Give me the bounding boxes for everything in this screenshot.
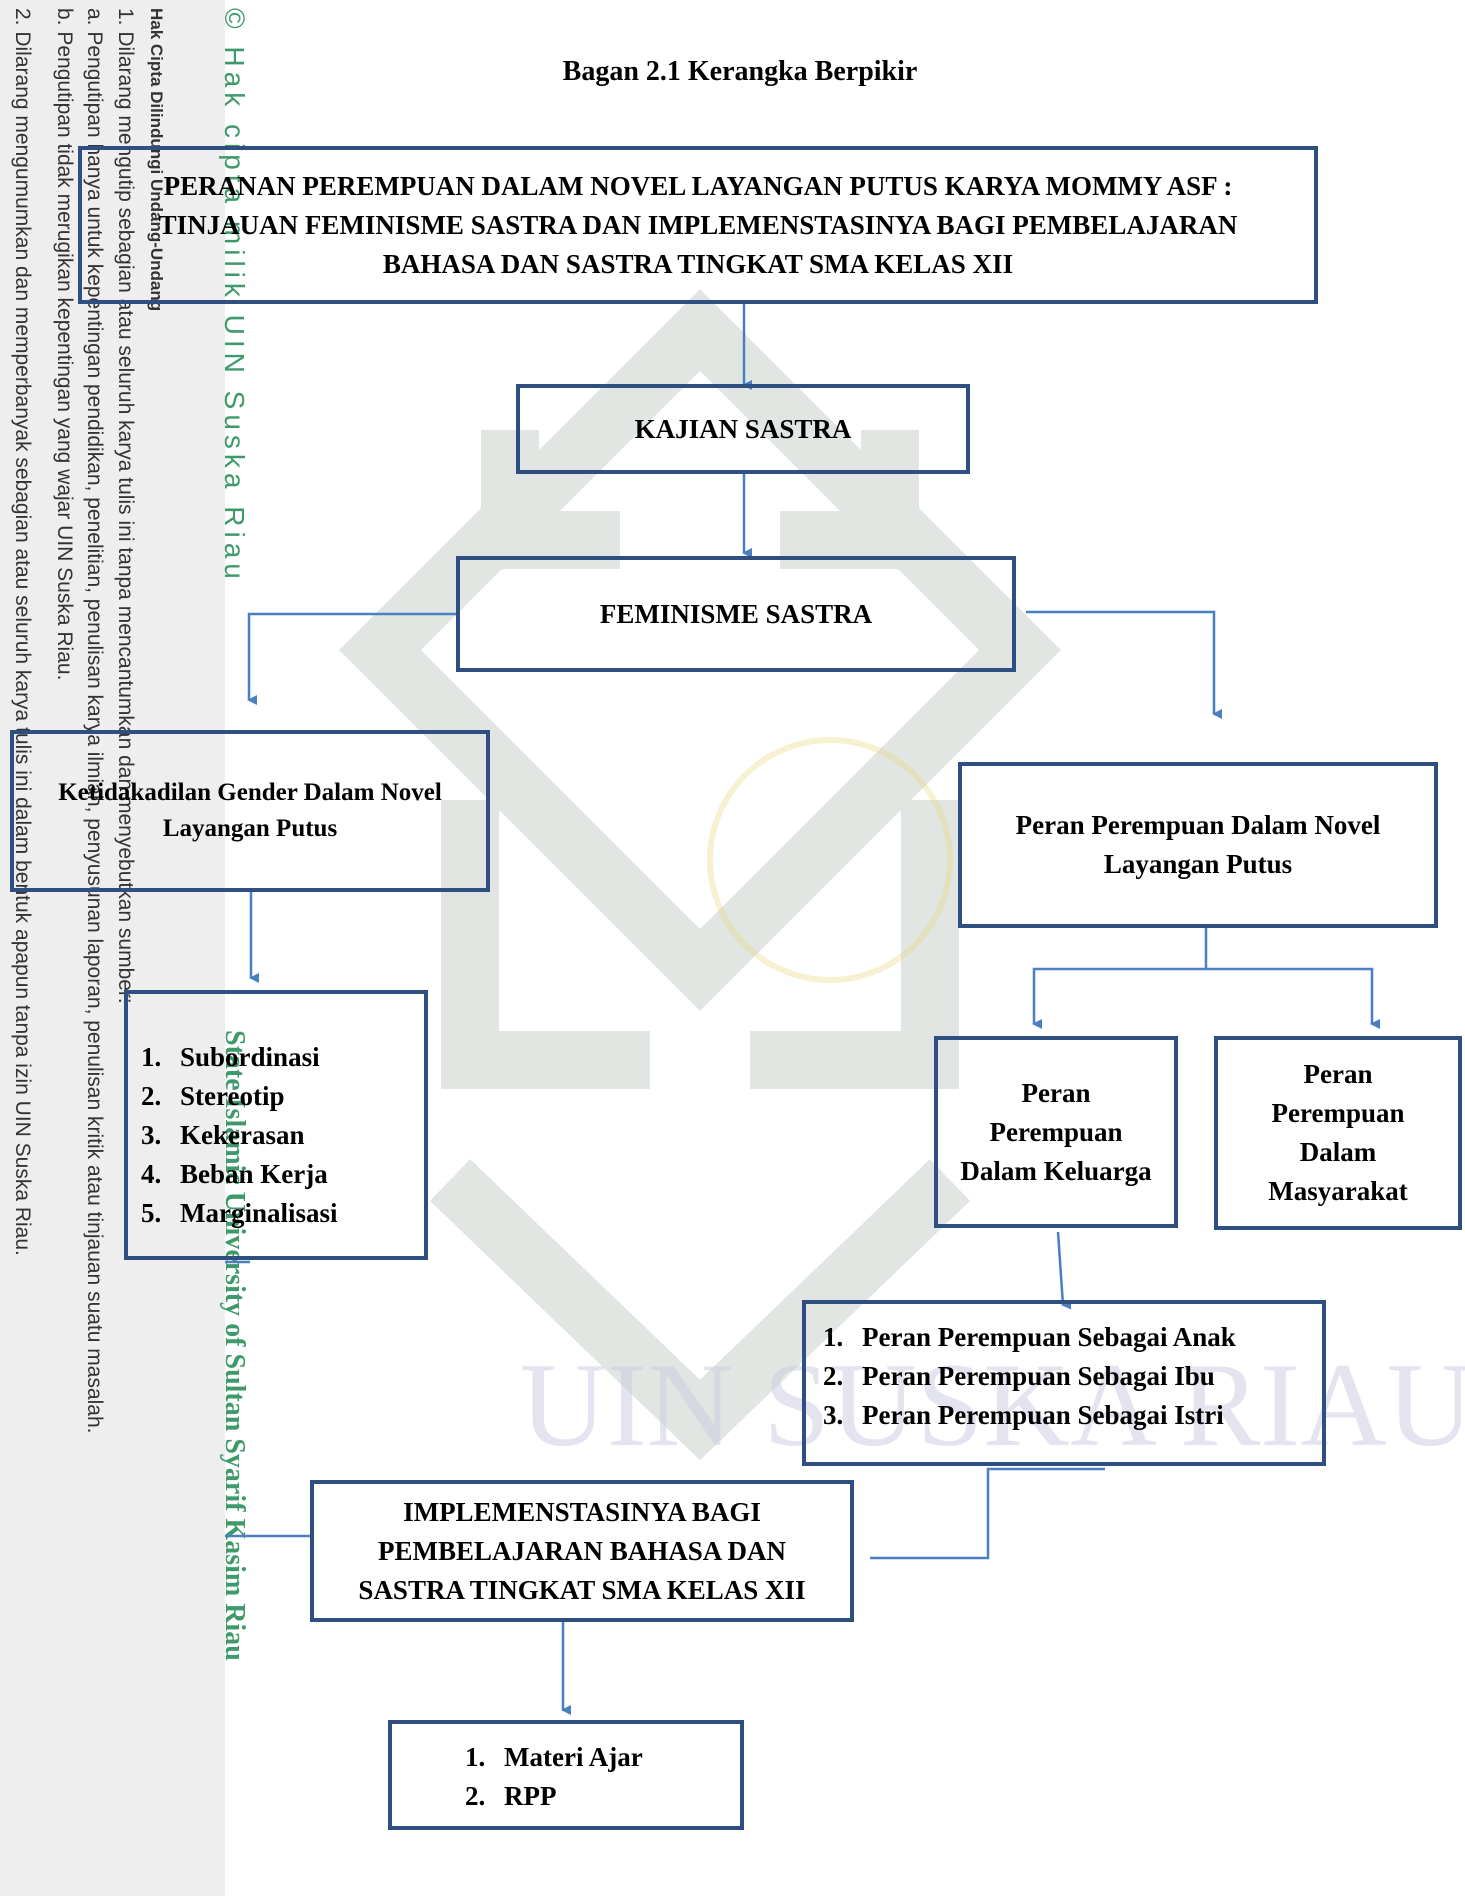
box-implementasi: IMPLEMENSTASINYA BAGI PEMBELAJARAN BAHAS…: [310, 1480, 854, 1622]
copyright-sidebar: © Hak cipta milik UIN Suska Riau Hak Cip…: [0, 0, 250, 1896]
box-final-items: Materi Ajar RPP: [388, 1720, 744, 1830]
final-items-list: Materi Ajar RPP: [392, 1738, 740, 1816]
arrow-keluarga-to-items: [1056, 1231, 1072, 1310]
box-main-title: PERANAN PEREMPUAN DALAM NOVEL LAYANGAN P…: [78, 146, 1318, 304]
gender-item: Marginalisasi: [168, 1194, 424, 1233]
implementasi-text: IMPLEMENSTASINYA BAGI PEMBELAJARAN BAHAS…: [358, 1496, 806, 1605]
arrow-peran-to-masyarakat: [1206, 967, 1380, 1029]
box-gender-items: Subordinasi Stereotip Kekerasan Beban Ke…: [124, 990, 428, 1260]
box-peran-masyarakat: Peran Perempuan Dalam Masyarakat: [1214, 1036, 1462, 1230]
gender-item: Kekerasan: [168, 1116, 424, 1155]
box-keluarga-items: Peran Perempuan Sebagai Anak Peran Perem…: [802, 1300, 1326, 1466]
main-title-text: PERANAN PEREMPUAN DALAM NOVEL LAYANGAN P…: [158, 170, 1238, 279]
peran-keluarga-text: Peran Perempuan Dalam Keluarga: [960, 1077, 1152, 1186]
ketidakadilan-gender-text: Ketidakadilan Gender Dalam Novel Layanga…: [58, 779, 442, 842]
box-ketidakadilan-gender: Ketidakadilan Gender Dalam Novel Layanga…: [10, 730, 490, 892]
keluarga-item: Peran Perempuan Sebagai Ibu: [850, 1357, 1322, 1396]
gender-item: Stereotip: [168, 1077, 424, 1116]
keluarga-item: Peran Perempuan Sebagai Anak: [850, 1318, 1322, 1357]
peran-masyarakat-text: Peran Perempuan Dalam Masyarakat: [1268, 1059, 1408, 1206]
gender-items-list: Subordinasi Stereotip Kekerasan Beban Ke…: [128, 1038, 424, 1233]
box-peran-keluarga: Peran Perempuan Dalam Keluarga: [934, 1036, 1178, 1228]
arrow-feminisme-to-ketidakadilan: [247, 612, 458, 705]
final-item: RPP: [492, 1777, 740, 1816]
arrow-feminisme-to-peran: [1026, 610, 1222, 719]
final-item: Materi Ajar: [492, 1738, 740, 1777]
connector-items-to-implementasi: [870, 1467, 1105, 1560]
box-feminisme-sastra: FEMINISME SASTRA: [456, 556, 1016, 672]
box-kajian-sastra: KAJIAN SASTRA: [516, 384, 970, 474]
kajian-sastra-text: KAJIAN SASTRA: [634, 413, 852, 444]
peran-perempuan-text: Peran Perempuan Dalam Novel Layangan Put…: [1015, 810, 1381, 879]
gender-item: Subordinasi: [168, 1038, 424, 1077]
diagram-title: Bagan 2.1 Kerangka Berpikir: [562, 56, 918, 87]
arrow-peran-split: [1032, 927, 1208, 1029]
box-peran-perempuan: Peran Perempuan Dalam Novel Layangan Put…: [958, 762, 1438, 928]
keluarga-item: Peran Perempuan Sebagai Istri: [850, 1396, 1322, 1435]
keluarga-items-list: Peran Perempuan Sebagai Anak Peran Perem…: [806, 1318, 1322, 1435]
gender-item: Beban Kerja: [168, 1155, 424, 1194]
feminisme-sastra-text: FEMINISME SASTRA: [599, 598, 873, 629]
